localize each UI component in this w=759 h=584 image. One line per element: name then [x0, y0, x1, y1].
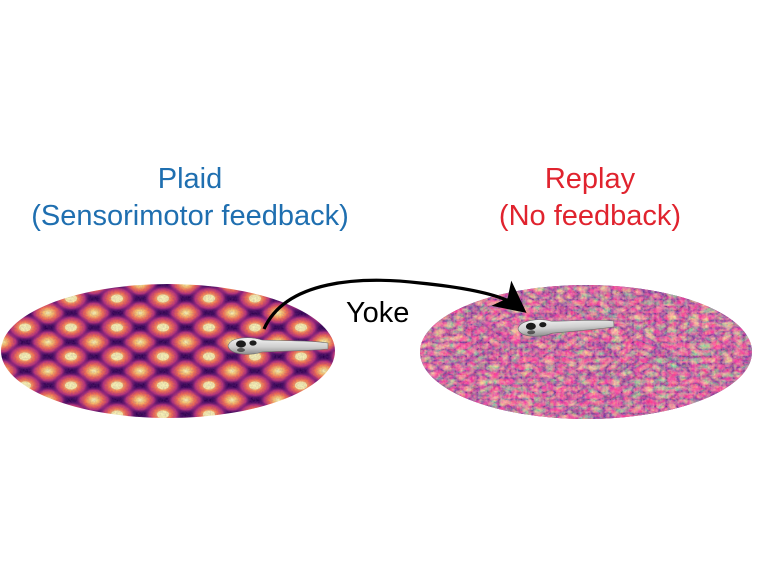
plaid-title: Plaid	[157, 163, 223, 195]
plaid-label-group: Plaid (Sensorimotor feedback)	[0, 161, 380, 235]
larval-fish-icon	[227, 337, 329, 355]
random-noise-pattern	[420, 285, 752, 419]
larval-fish-icon	[517, 319, 615, 337]
yoke-label: Yoke	[346, 297, 410, 329]
plaid-subtitle: (Sensorimotor feedback)	[31, 200, 349, 232]
curved-arrow-icon	[262, 278, 527, 330]
replay-label-group: Replay (No feedback)	[430, 161, 750, 235]
replay-arena	[420, 285, 752, 419]
replay-title: Replay	[544, 163, 636, 195]
replay-subtitle: (No feedback)	[498, 200, 682, 232]
